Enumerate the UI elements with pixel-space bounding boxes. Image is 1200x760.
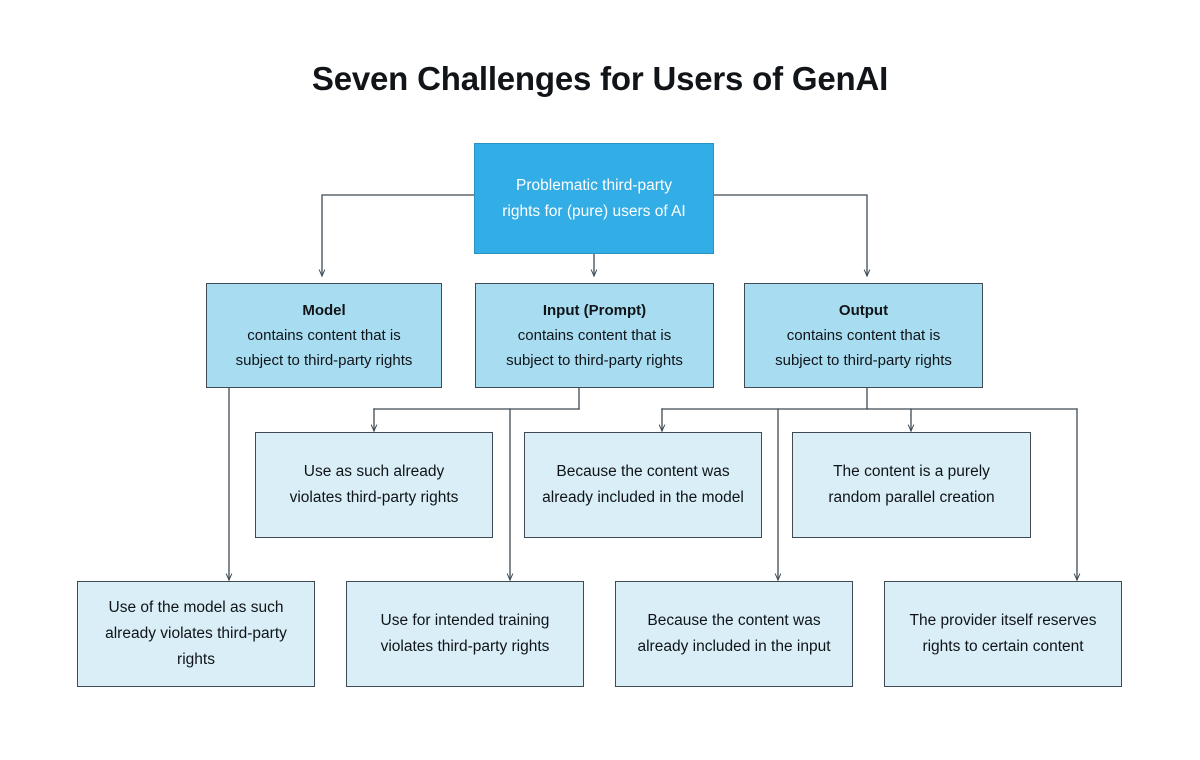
node-category-model-head: Model [302,302,346,319]
node-leaf-already-in-input-line1: Because the content was [647,612,821,629]
node-leaf-intended-training-line2: violates third-party rights [380,638,550,655]
node-category-input-head: Input (Prompt) [542,302,647,319]
node-leaf-provider-reserves-rights[interactable]: The provider itself reserves rights to c… [884,581,1122,687]
node-category-model[interactable]: Model contains content that is subject t… [206,283,442,388]
node-leaf-already-in-model-line1: Because the content was [556,463,730,480]
node-category-input-line1: contains content that is [517,327,672,344]
node-category-input[interactable]: Input (Prompt) contains content that is … [475,283,714,388]
edge-root-to-output [713,194,867,276]
node-leaf-intended-training[interactable]: Use for intended training violates third… [346,581,584,687]
node-category-output[interactable]: Output contains content that is subject … [744,283,983,388]
node-leaf-provider-reserves-rights-line1: The provider itself reserves [909,612,1097,629]
node-leaf-already-in-model-line2: already included in the model [542,489,744,506]
node-leaf-use-as-such-line1: Use as such already [303,463,445,480]
node-leaf-intended-training-line1: Use for intended training [380,612,550,629]
node-leaf-random-parallel-creation-line1: The content is a purely [833,463,990,480]
page-title: Seven Challenges for Users of GenAI [311,60,889,97]
node-leaf-provider-reserves-rights-line2: rights to certain content [922,638,1084,655]
node-category-output-head: Output [838,302,889,319]
node-leaf-random-parallel-creation-line2: random parallel creation [828,489,995,506]
node-leaf-already-in-input[interactable]: Because the content was already included… [615,581,853,687]
node-category-input-line2: subject to third-party rights [506,352,683,369]
node-root[interactable]: Problematic third-party rights for (pure… [474,143,714,254]
node-category-output-line2: subject to third-party rights [775,352,952,369]
node-root-line1: Problematic third-party [516,176,672,194]
node-leaf-use-as-such[interactable]: Use as such already violates third-party… [255,432,493,538]
node-leaf-use-of-model-line3: rights [177,651,215,668]
node-leaf-use-as-such-line2: violates third-party rights [289,489,459,506]
node-category-model-line1: contains content that is [247,327,401,344]
node-category-output-line1: contains content that is [786,327,941,344]
node-root-line2: rights for (pure) users of AI [502,202,686,220]
node-leaf-already-in-input-line2: already included in the input [637,638,831,655]
node-leaf-use-of-model[interactable]: Use of the model as such already violate… [77,581,315,687]
node-category-model-line2: subject to third-party rights [235,352,413,369]
node-leaf-use-of-model-line2: already violates third-party [105,625,287,642]
node-leaf-use-of-model-line1: Use of the model as such [108,599,284,616]
edge-root-to-model [322,194,475,276]
node-leaf-already-in-model[interactable]: Because the content was already included… [524,432,762,538]
node-leaf-random-parallel-creation[interactable]: The content is a purely random parallel … [792,432,1031,538]
